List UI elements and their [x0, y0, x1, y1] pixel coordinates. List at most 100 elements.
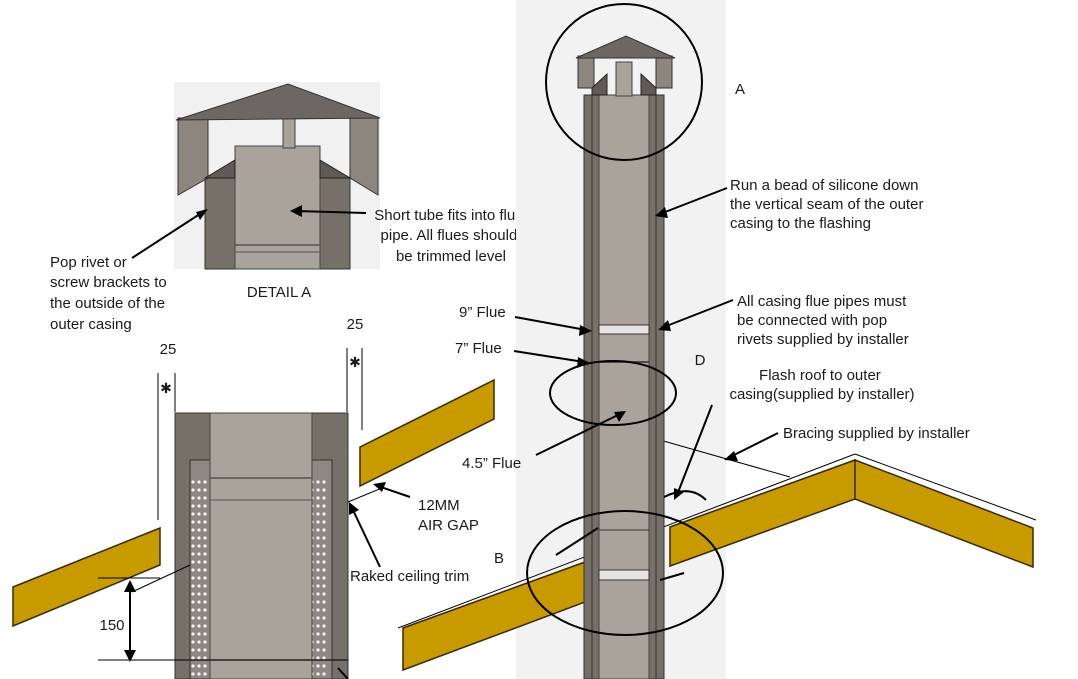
perforation-hole [191, 544, 195, 548]
perforation-hole [316, 544, 320, 548]
casing-pipes-leader [663, 299, 734, 328]
perforation-hole [322, 520, 326, 524]
perforation-hole [316, 528, 320, 532]
perforation-hole [322, 608, 326, 612]
perforation-hole [316, 560, 320, 564]
perforation-hole [316, 520, 320, 524]
perforation-hole [316, 552, 320, 556]
perforation-hole [191, 592, 195, 596]
perforation-hole [191, 536, 195, 540]
perforation-hole [322, 656, 326, 660]
air-gap-label: 12MM AIR GAP [418, 497, 479, 534]
perforation-hole [203, 520, 207, 524]
perforation-hole [203, 536, 207, 540]
raked-trim-label: Raked ceiling trim [350, 568, 469, 585]
perforation-hole [203, 672, 207, 676]
dim-25-left: 25 [160, 341, 177, 358]
perforation-hole [197, 552, 201, 556]
perforation-hole [203, 584, 207, 588]
detail-a-cap-stem [282, 117, 296, 149]
perforation-hole [316, 480, 320, 484]
detail-circle-d [549, 360, 677, 426]
flash-roof-label: Flash roof to outer casing(supplied by i… [729, 367, 914, 403]
perforation-hole [203, 568, 207, 572]
perforation-hole [203, 664, 207, 668]
perforation-hole [203, 496, 207, 500]
perforation-hole [316, 496, 320, 500]
perforation-hole [322, 576, 326, 580]
perforation-hole [203, 624, 207, 628]
perforation-hole [197, 592, 201, 596]
chimney-stack [575, 35, 676, 679]
perforation-hole [203, 608, 207, 612]
perforation-hole [203, 616, 207, 620]
perforation-hole [316, 512, 320, 516]
inner-flue [598, 94, 650, 679]
perforation-hole [322, 488, 326, 492]
perforation-hole [197, 496, 201, 500]
flue-45-leader [535, 413, 621, 456]
flue-9-leader [514, 316, 587, 331]
perforation-hole [191, 560, 195, 564]
flue-9-label: 9” Flue [459, 304, 506, 321]
perforation-hole [191, 528, 195, 532]
perforation-hole [203, 504, 207, 508]
ceiling-board-left [12, 526, 161, 628]
perforation-hole [322, 600, 326, 604]
perforation-hole [203, 488, 207, 492]
perforation-hole [197, 624, 201, 628]
perforation-hole [191, 504, 195, 508]
perforation-hole [197, 632, 201, 636]
perforation-hole [191, 600, 195, 604]
perforation-hole [203, 560, 207, 564]
perforation-hole [322, 512, 326, 516]
perforation-hole [316, 592, 320, 596]
perforation-hole [197, 568, 201, 572]
perforation-hole [322, 480, 326, 484]
perforation-hole [316, 608, 320, 612]
raked-trim-leader [351, 507, 381, 568]
perforation-hole [203, 576, 207, 580]
perforation-hole [203, 592, 207, 596]
flue-45-label: 4.5” Flue [462, 455, 521, 472]
flue-7-leader [513, 350, 585, 363]
perforation-hole [197, 672, 201, 676]
ceiling-board-right [359, 378, 495, 488]
dim-marker-right: ✱ [349, 354, 361, 370]
perforation-hole [197, 656, 201, 660]
dim-150-label: 150 [99, 617, 124, 634]
bracing-rod [659, 439, 791, 478]
perforation-hole [203, 480, 207, 484]
perforation-hole [191, 648, 195, 652]
detail-a-casing-right [319, 177, 351, 270]
perforation-hole [316, 632, 320, 636]
perforation-hole [316, 576, 320, 580]
perforation-hole [197, 584, 201, 588]
perforation-hole [197, 648, 201, 652]
perforation-hole [316, 568, 320, 572]
perforation-hole [203, 656, 207, 660]
silicone-label: Run a bead of silicone down the vertical… [730, 177, 928, 232]
perforation-hole [191, 640, 195, 644]
detail-a-casing-left [204, 177, 236, 270]
perforation-hole [322, 496, 326, 500]
perforation-hole [191, 552, 195, 556]
perforation-hole [197, 664, 201, 668]
detail-circle-a [545, 3, 703, 161]
perforation-hole [322, 568, 326, 572]
perforation-hole [191, 568, 195, 572]
detail-a-caption: DETAIL A [247, 284, 311, 301]
perforation-hole [197, 512, 201, 516]
perforation-hole [322, 552, 326, 556]
perforation-hole [322, 560, 326, 564]
detail-a-drawing [174, 82, 381, 270]
perforation-hole [322, 544, 326, 548]
perforation-hole [316, 616, 320, 620]
detail-a-flue-pipe [234, 145, 321, 270]
perforation-hole [316, 648, 320, 652]
flue-joint-9 [598, 324, 650, 335]
perforation-hole [191, 512, 195, 516]
perforation-hole [203, 512, 207, 516]
silicone-leader [659, 187, 728, 215]
